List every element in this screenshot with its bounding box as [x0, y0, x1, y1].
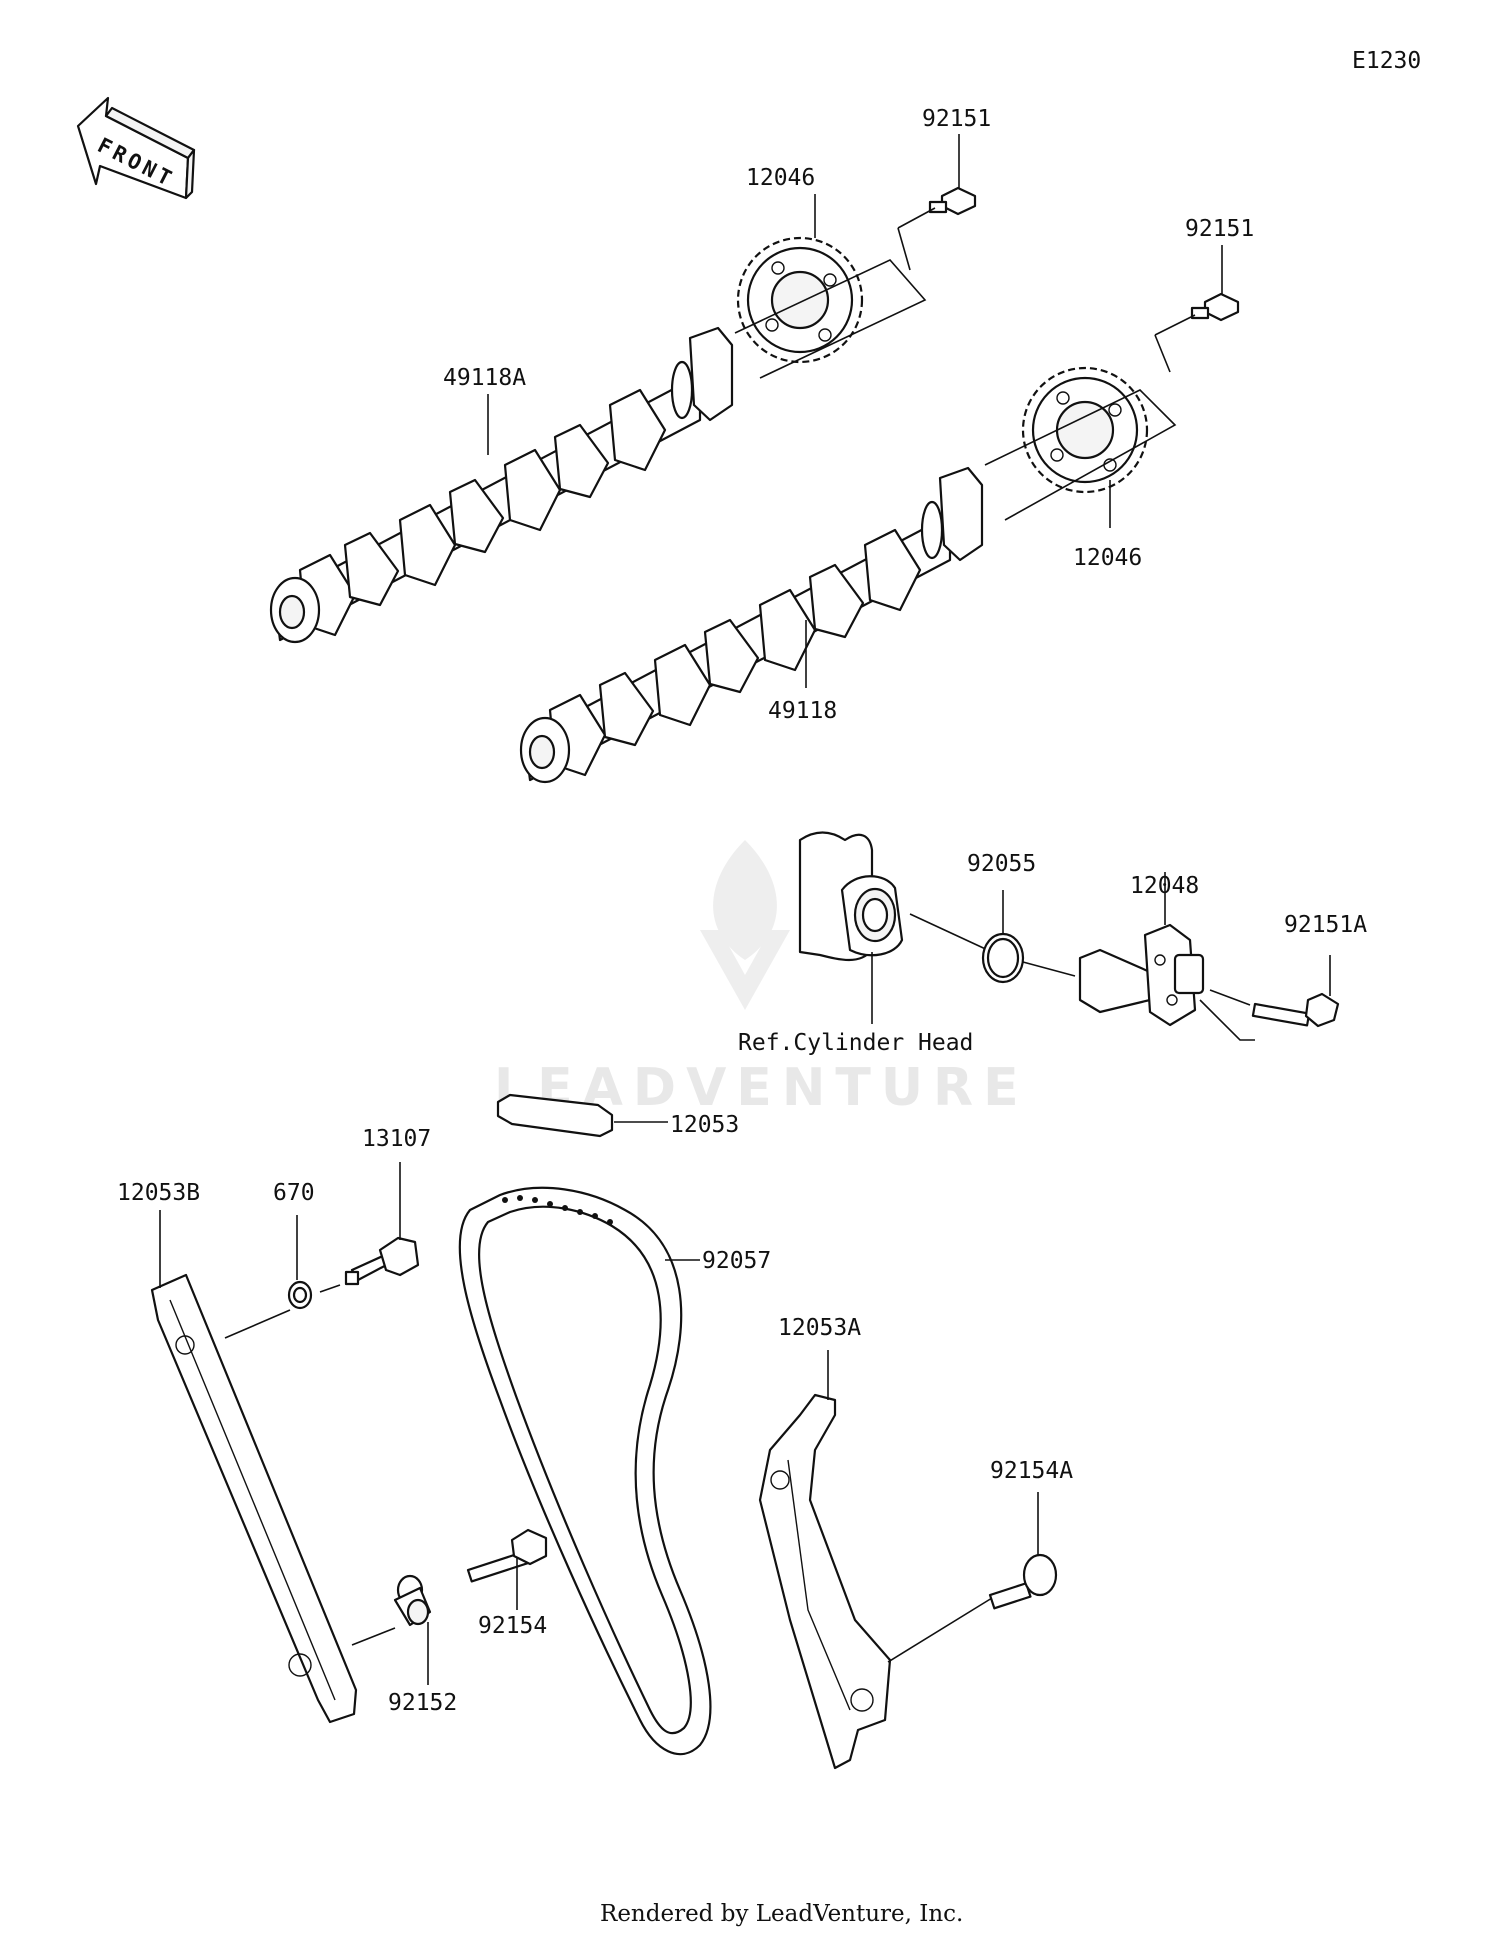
callout-12048: 12048	[1130, 873, 1199, 899]
bolt-lower	[466, 1528, 548, 1583]
callout-13107: 13107	[362, 1126, 431, 1152]
bolt-upper-b	[1190, 292, 1240, 322]
front-arrow-icon: FRONT	[76, 96, 196, 200]
callout-92151a: 92151A	[1284, 912, 1367, 938]
bolt-guide-b	[344, 1236, 420, 1286]
guide-right	[758, 1393, 892, 1770]
callout-92151-b: 92151	[1185, 216, 1254, 242]
camshaft-upper	[269, 326, 734, 644]
reference-label: Ref.Cylinder Head	[738, 1030, 973, 1056]
callout-12053b: 12053B	[117, 1180, 200, 1206]
camshaft-lower	[519, 466, 984, 784]
watermark: LEADVENTURE	[494, 840, 1019, 1118]
bolt-tensioner	[1251, 992, 1340, 1028]
sprocket-lower	[1021, 366, 1149, 494]
footer-credit: Rendered by LeadVenture, Inc.	[600, 1901, 963, 1927]
callout-92057: 92057	[702, 1248, 771, 1274]
collar	[393, 1574, 432, 1627]
callout-12053a: 12053A	[778, 1315, 861, 1341]
washer	[287, 1280, 313, 1310]
callout-92154: 92154	[478, 1613, 547, 1639]
callout-49118: 49118	[768, 698, 837, 724]
callout-670: 670	[273, 1180, 315, 1206]
bolt-upper-a	[928, 186, 977, 216]
callout-92055: 92055	[967, 851, 1036, 877]
cylinder-head-ref	[798, 831, 904, 962]
oring	[981, 932, 1025, 984]
diagram-code: E1230	[1352, 48, 1421, 74]
callout-92154a: 92154A	[990, 1458, 1073, 1484]
callout-49118a: 49118A	[443, 365, 526, 391]
chain	[458, 1186, 712, 1756]
guide-top	[496, 1093, 614, 1138]
guide-left	[150, 1273, 358, 1724]
callout-12053: 12053	[670, 1112, 739, 1138]
callout-92151-a: 92151	[922, 106, 991, 132]
callout-12046-top: 12046	[746, 165, 815, 191]
callout-92152: 92152	[388, 1690, 457, 1716]
tensioner	[1078, 923, 1205, 1027]
bolt-right	[988, 1553, 1058, 1610]
sprocket-upper	[736, 236, 864, 364]
callout-12046-lower: 12046	[1073, 545, 1142, 571]
